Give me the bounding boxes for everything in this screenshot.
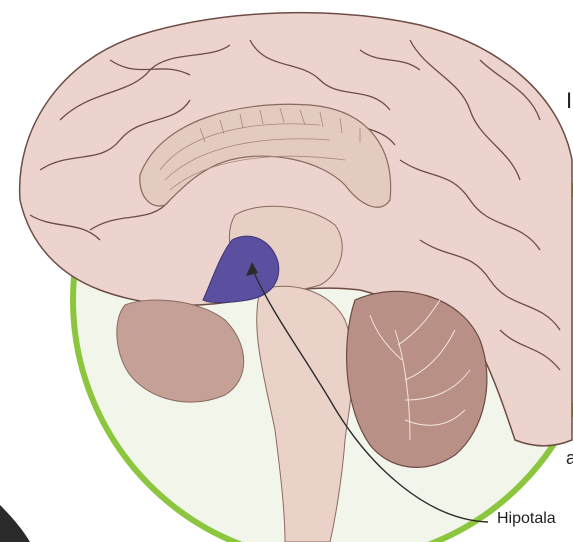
- cropped-label-a: a: [566, 448, 573, 469]
- corner-shadow: [0, 505, 30, 542]
- cropped-label-top: I: [566, 88, 572, 114]
- hypothalamus-label: Hipotala: [497, 510, 556, 528]
